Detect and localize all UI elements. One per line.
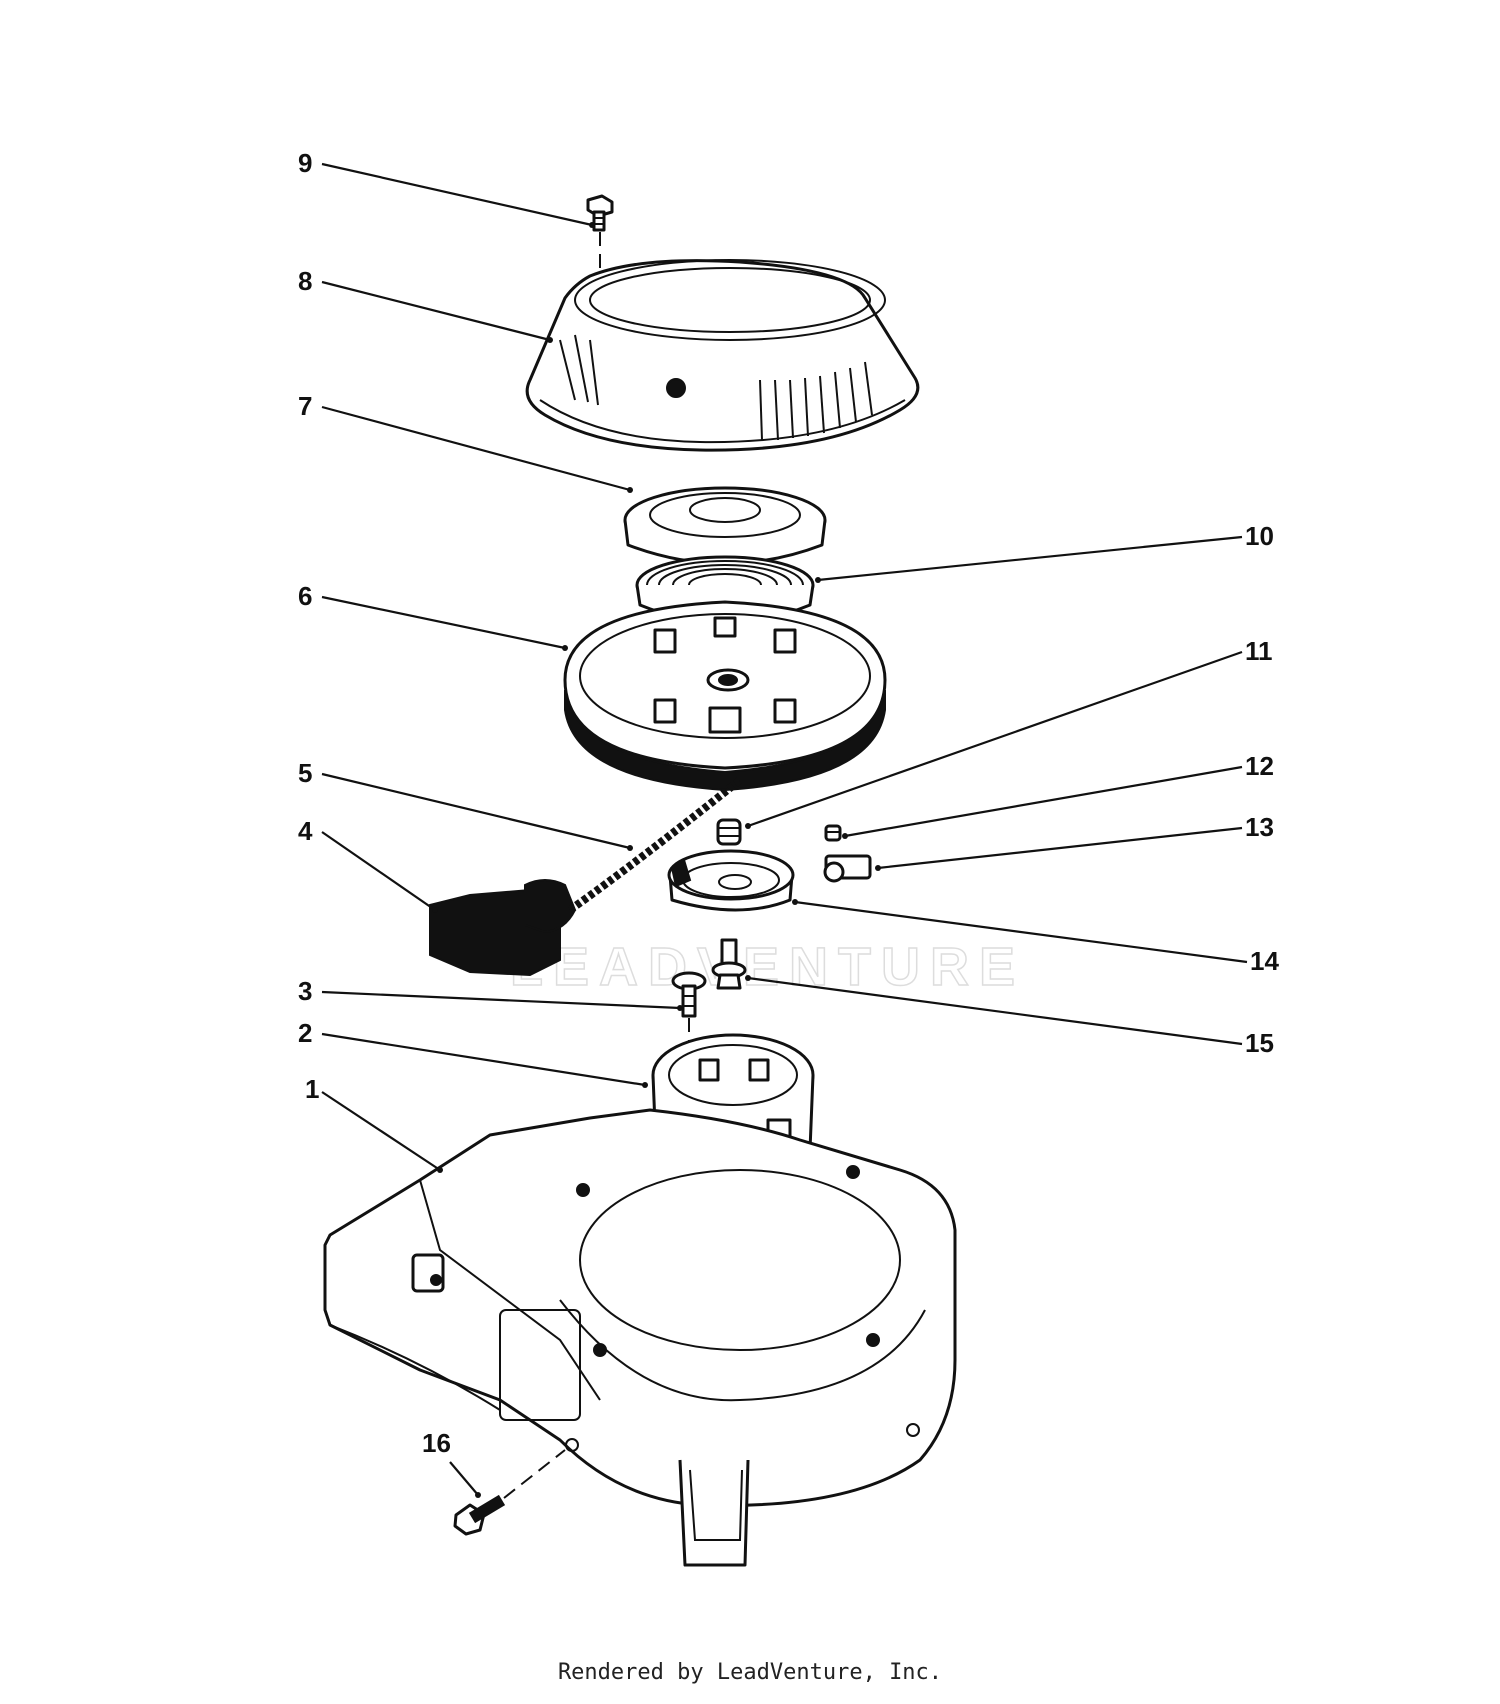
svg-text:2: 2 [298, 1018, 312, 1048]
svg-text:6: 6 [298, 581, 312, 611]
svg-text:14: 14 [1250, 946, 1279, 976]
svg-text:13: 13 [1245, 812, 1274, 842]
svg-text:5: 5 [298, 758, 312, 788]
svg-text:1: 1 [305, 1074, 319, 1104]
callout-8: 8 [298, 266, 553, 343]
part-16-axis-line [503, 1449, 566, 1499]
svg-text:12: 12 [1245, 751, 1274, 781]
callout-16: 16 [422, 1428, 481, 1498]
part-16-bolt [453, 1494, 506, 1536]
part-6-pulley [563, 600, 887, 792]
part-13-dog [823, 854, 872, 883]
svg-text:4: 4 [298, 816, 313, 846]
part-9-bolt [586, 194, 614, 232]
part-5-rope [567, 776, 743, 914]
callout-14: 14 [792, 899, 1279, 976]
part-14-cam [667, 849, 795, 912]
callout-15: 15 [745, 975, 1274, 1058]
callout-1: 1 [305, 1074, 443, 1173]
svg-text:3: 3 [298, 976, 312, 1006]
callout-6: 6 [298, 581, 568, 651]
callout-9: 9 [298, 148, 595, 228]
part-15-screw [711, 938, 747, 990]
part-3-bolt [671, 971, 707, 1018]
part-12-small-spring [824, 824, 842, 842]
part-7-spring-cup [623, 486, 827, 565]
svg-text:15: 15 [1245, 1028, 1274, 1058]
svg-text:9: 9 [298, 148, 312, 178]
callout-12: 12 [842, 751, 1274, 839]
part-11-spring [716, 818, 742, 846]
part-1-blower-housing [323, 1108, 957, 1567]
callout-10: 10 [815, 521, 1274, 583]
svg-text:16: 16 [422, 1428, 451, 1458]
svg-text:11: 11 [1245, 636, 1273, 666]
part-4-handle [429, 879, 577, 977]
callout-11: 11 [745, 636, 1273, 829]
part-8-cover [525, 259, 920, 452]
svg-text:8: 8 [298, 266, 312, 296]
footer-credit: Rendered by LeadVenture, Inc. [557, 1660, 943, 1685]
callout-13: 13 [875, 812, 1274, 871]
callout-3: 3 [298, 976, 683, 1011]
svg-text:10: 10 [1245, 521, 1274, 551]
callout-5: 5 [298, 758, 633, 851]
svg-text:7: 7 [298, 391, 312, 421]
callout-2: 2 [298, 1018, 648, 1088]
callout-4: 4 [298, 816, 438, 913]
watermark-text: LEADVENTURE [510, 937, 1025, 997]
callout-7: 7 [298, 391, 633, 493]
